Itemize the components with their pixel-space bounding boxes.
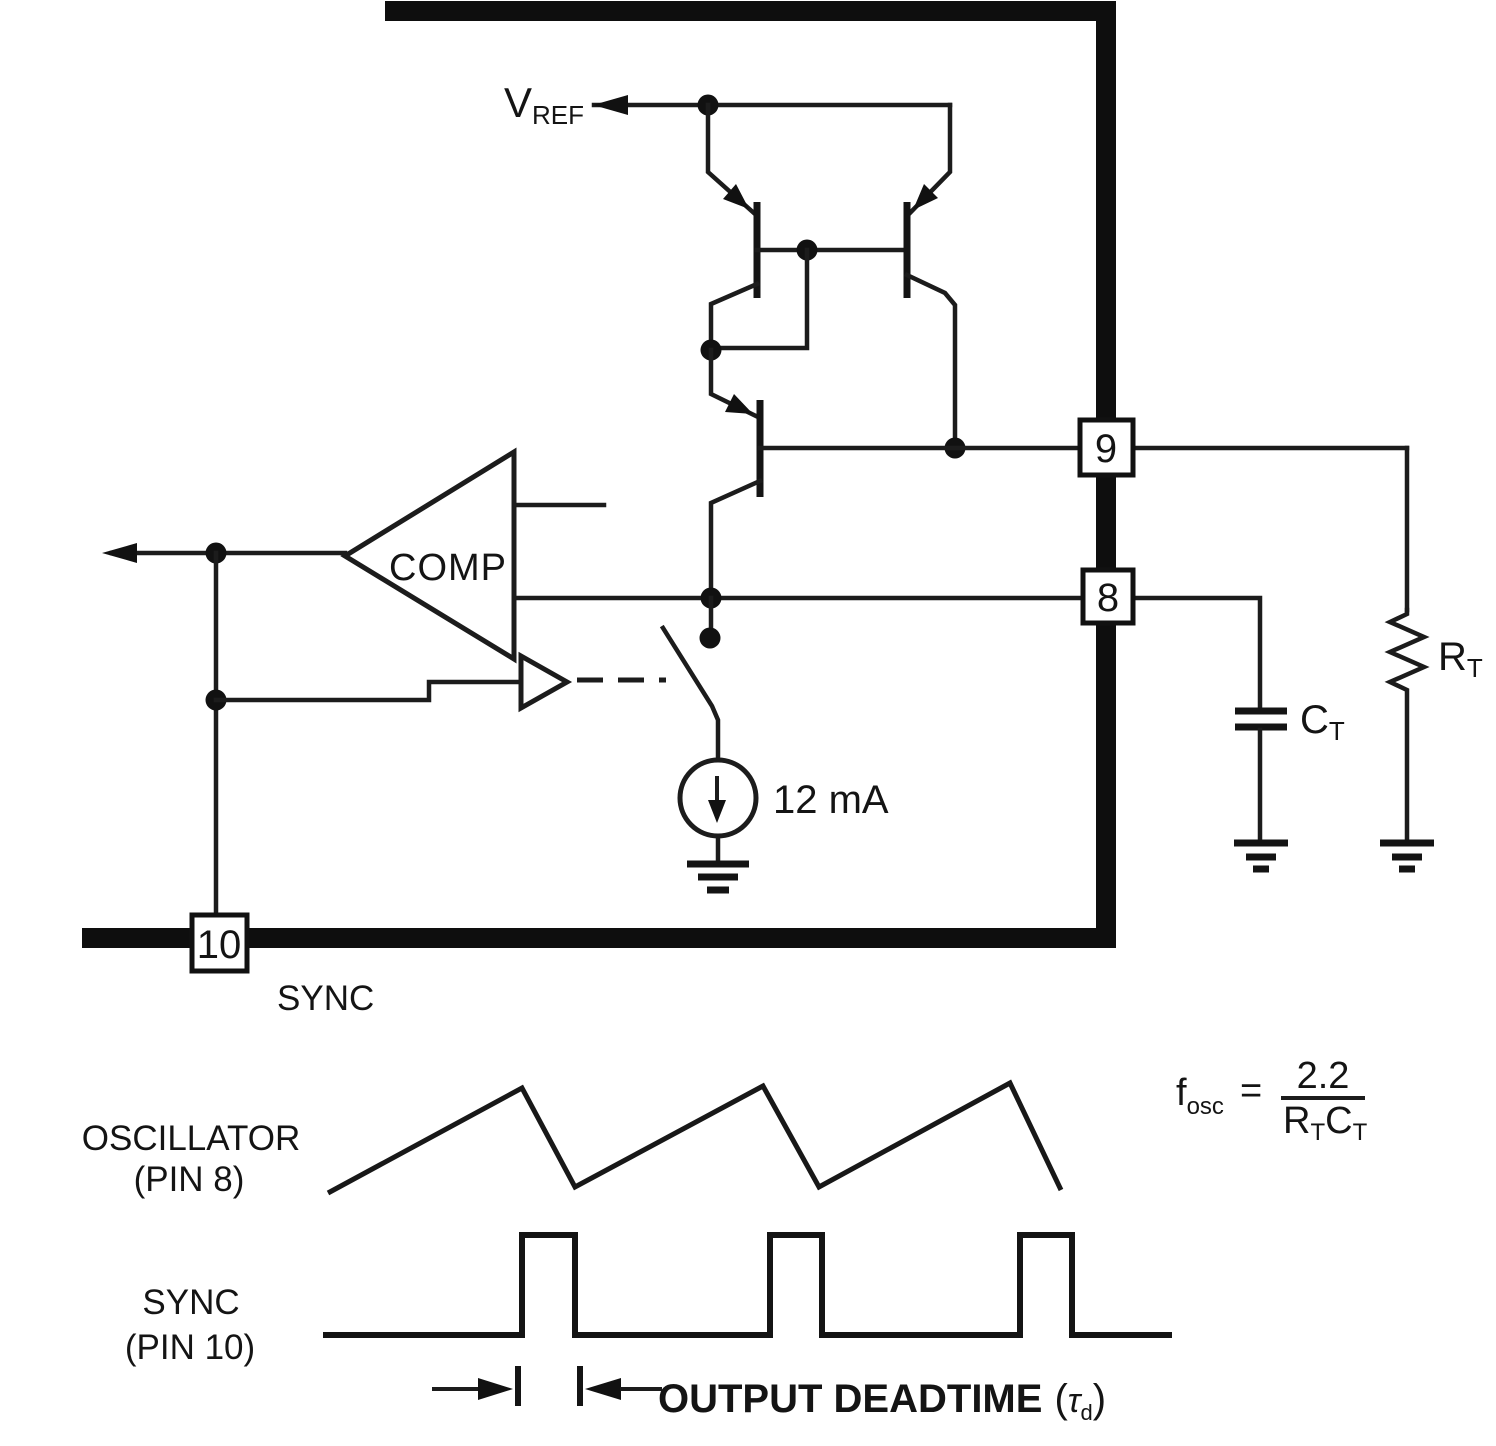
formula-denominator: RTCT (1283, 1100, 1368, 1146)
waveform-section: OSCILLATOR (PIN 8) SYNC (PIN 10) OUTPUT … (82, 1055, 1368, 1425)
q3-collector-wire (708, 478, 763, 601)
current-source-arrow-icon (708, 800, 726, 823)
sync-waveform-label: SYNC (142, 1283, 239, 1322)
q3-emitter-arrow-icon (725, 394, 753, 414)
vref-label: VREF (504, 79, 584, 130)
buffer-input-wire (213, 679, 524, 703)
pin9-box (1077, 417, 1136, 478)
rc-network: RT CT (1234, 445, 1483, 873)
pin8-number: 8 (1097, 576, 1119, 620)
pin-terminals: 9 8 10 SYNC (189, 417, 1136, 1018)
pin9-number: 9 (1095, 427, 1117, 471)
formula-fosc: fosc (1176, 1072, 1224, 1120)
vref-arrow-icon (593, 95, 628, 115)
discharge-switch: 12 mA (518, 595, 889, 894)
rt-resistor-zigzag (1384, 607, 1430, 844)
pin10-number: 10 (197, 923, 242, 967)
formula-numerator: 2.2 (1297, 1055, 1350, 1097)
ground-icon (1234, 839, 1288, 873)
ground-icon (1380, 839, 1434, 873)
deadtime-left-pointing-arrow-icon (585, 1378, 621, 1400)
base-to-collector-wire (708, 247, 810, 351)
pin8-box (1080, 567, 1136, 626)
ic-border (82, 1, 1116, 948)
q2-emitter-arrow-icon (913, 184, 938, 210)
current-mirror (591, 94, 966, 601)
oscillator-frequency-formula: fosc = 2.2 RTCT (1176, 1055, 1368, 1146)
ground-icon (687, 860, 749, 894)
comparator-label: COMP (389, 547, 507, 589)
deadtime-label: OUTPUT DEADTIME(τd) (658, 1377, 1106, 1425)
q1-collector-wire (708, 281, 760, 353)
ct-label: CT (1300, 698, 1345, 746)
oscillator-waveform-label: OSCILLATOR (82, 1119, 301, 1158)
oscillator-sawtooth-waveform (326, 1079, 1064, 1196)
q1-emitter-arrow-icon (723, 184, 749, 209)
pin8-net-wire (511, 595, 1263, 714)
buffer-triangle (518, 651, 573, 713)
formula-equals: = (1240, 1070, 1262, 1112)
switch-contact-dot (699, 627, 721, 649)
deadtime-annotation: OUTPUT DEADTIME(τd) (432, 1366, 1106, 1425)
pin-nets (511, 445, 1410, 714)
sync-pin-label: SYNC (277, 979, 374, 1018)
oscillator-waveform-pin: (PIN 8) (134, 1160, 245, 1199)
q2-collector-wire (904, 272, 958, 451)
pin10-box (189, 912, 250, 974)
comparator: COMP (102, 447, 607, 918)
current-source-value: 12 mA (773, 778, 889, 822)
switch-blade-wire (659, 624, 721, 764)
comp-output-arrow-icon (102, 543, 137, 563)
deadtime-right-pointing-arrow-icon (478, 1378, 513, 1400)
sync-pulse-waveform (323, 1232, 1172, 1338)
sync-waveform-pin: (PIN 10) (125, 1328, 255, 1367)
rt-label: RT (1438, 635, 1483, 683)
comparator-triangle (340, 447, 517, 664)
